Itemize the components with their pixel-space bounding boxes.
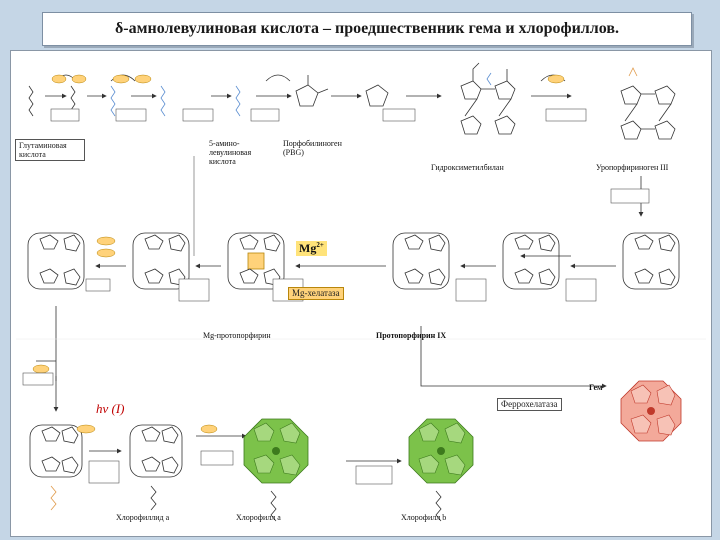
row-2-cofactors (32, 236, 116, 374)
row-3-enzyme-boxes (88, 450, 393, 485)
label-chlorophyllide: Хлорофиллид а (116, 513, 170, 522)
title-box: δ-амнолевулиновая кислота – проедшествен… (42, 12, 692, 46)
mg-ion-text: Mg (299, 241, 317, 255)
label-ferrochelatase: Феррохелатаза (497, 398, 562, 411)
label-protoporphyrin: Протопорфирин IX (376, 331, 447, 340)
label-mg-ion: Mg2+ (296, 241, 327, 256)
pathway-diagram: Глутаминовая кислота 5-амино-левулиновая… (10, 50, 712, 537)
label-glutamic-acid: Глутаминовая кислота (15, 139, 85, 161)
label-pbg: Порфобилиноген (PBG) (283, 139, 342, 157)
chlorophyll-a-structure (243, 418, 309, 484)
label-ala: 5-амино-левулиновая кислота (209, 139, 252, 166)
heme-structure (620, 380, 682, 442)
hydroxymethylbilane-structure (460, 62, 516, 135)
mg-ion-charge: 2+ (316, 241, 324, 249)
label-chlorophyll-a: Хлорофилл а (236, 513, 281, 522)
uroporphyrinogen-structure (620, 67, 676, 140)
label-hydroxymethylbilane: Гидроксиметилбилан (431, 163, 504, 172)
label-heme: Гем (589, 383, 603, 392)
pathway-drawing (16, 62, 706, 522)
label-chlorophyll-b: Хлорофилл b (401, 513, 447, 522)
label-mg-chelatase: Mg-хелатаза (288, 287, 344, 300)
row-1-molecules (28, 74, 572, 117)
row-1-to-row-2-arrows (520, 176, 650, 259)
row-1-enzyme-boxes (50, 108, 587, 122)
label-mg-protoporphyrin: Mg-протопорфирин (203, 331, 271, 340)
slide-title: δ-амнолевулиновая кислота – проедшествен… (115, 20, 619, 37)
label-uroporphyrinogen: Уропорфириноген III (596, 163, 669, 172)
row-1-cofactors (51, 74, 565, 84)
label-hv: hν (I) (96, 401, 125, 416)
hv-cofactors (76, 424, 218, 434)
row-3-structures (29, 424, 442, 522)
row-2-porphyrins (27, 232, 680, 412)
chlorophyll-b-structure (408, 418, 474, 484)
